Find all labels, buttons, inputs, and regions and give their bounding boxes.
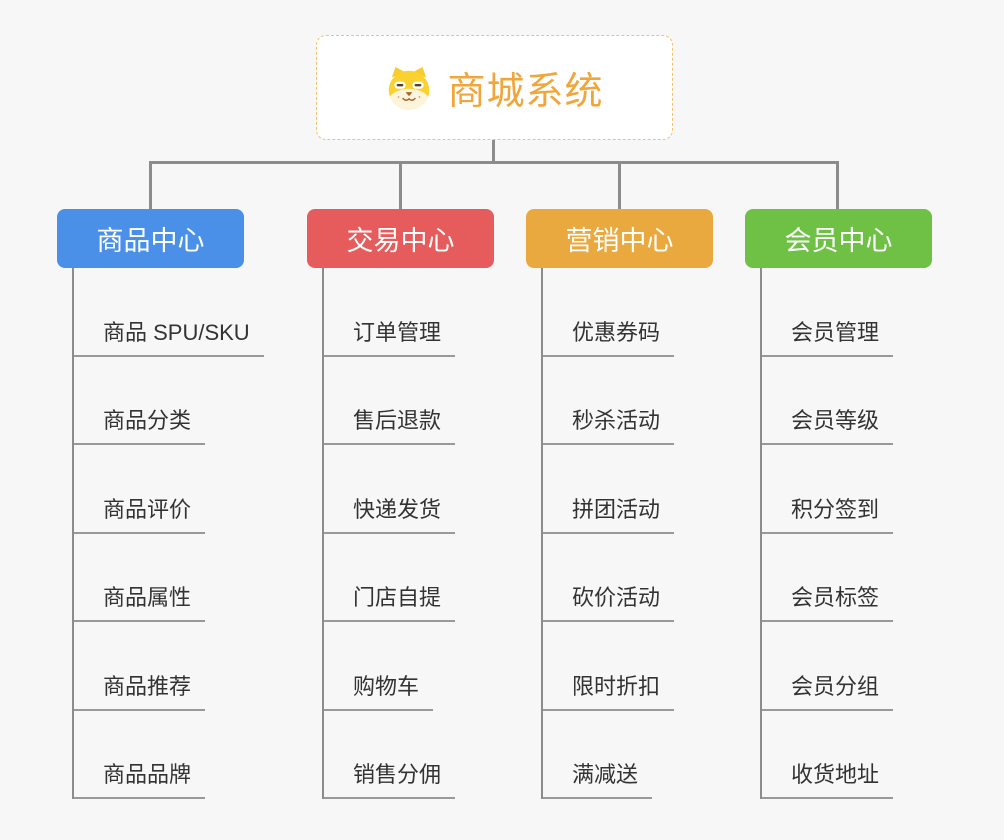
leaf-label: 收货地址 — [761, 757, 894, 799]
leaf-label: 商品品牌 — [73, 757, 206, 799]
leaf-node[interactable]: 售后退款 — [323, 357, 567, 445]
leaf-label: 优惠券码 — [542, 315, 675, 357]
branch-column-trade: 交易中心 订单管理 售后退款 快递发货 门店自提 — [307, 209, 567, 799]
leaf-node[interactable]: 积分签到 — [761, 445, 1004, 534]
leaf-node[interactable]: 收货地址 — [761, 711, 1004, 799]
leaf-label: 积分签到 — [761, 492, 894, 534]
leaf-label: 满减送 — [542, 757, 653, 799]
leaf-label: 限时折扣 — [542, 669, 675, 711]
leaf-label: 销售分佣 — [323, 757, 456, 799]
branch-label: 会员中心 — [784, 226, 893, 256]
leaf-node[interactable]: 拼团活动 — [542, 445, 786, 534]
leaf-list-marketing: 优惠券码 秒杀活动 拼团活动 砍价活动 限时折扣 — [526, 268, 786, 799]
leaf-label: 会员等级 — [761, 403, 894, 445]
branch-trunk-line — [72, 268, 74, 799]
leaf-node[interactable]: 商品 SPU/SKU — [73, 268, 317, 357]
leaf-node[interactable]: 优惠券码 — [542, 268, 786, 357]
connector-root-stem — [492, 140, 495, 163]
branch-trunk-line — [760, 268, 762, 799]
leaf-label: 售后退款 — [323, 403, 456, 445]
leaf-label: 订单管理 — [323, 315, 456, 357]
branch-column-marketing: 营销中心 优惠券码 秒杀活动 拼团活动 砍价活动 — [526, 209, 786, 799]
leaf-node[interactable]: 商品推荐 — [73, 622, 317, 711]
leaf-label: 会员标签 — [761, 580, 894, 622]
leaf-label: 秒杀活动 — [542, 403, 675, 445]
branch-label: 营销中心 — [565, 226, 674, 256]
leaf-label: 商品分类 — [73, 403, 206, 445]
leaf-node[interactable]: 限时折扣 — [542, 622, 786, 711]
root-title: 商城系统 — [447, 71, 604, 113]
connector-horizontal-bus — [149, 161, 839, 164]
branch-trunk-line — [541, 268, 543, 799]
leaf-node[interactable]: 订单管理 — [323, 268, 567, 357]
leaf-node[interactable]: 商品属性 — [73, 534, 317, 622]
leaf-node[interactable]: 满减送 — [542, 711, 786, 799]
leaf-list-member: 会员管理 会员等级 积分签到 会员标签 会员分组 — [745, 268, 1004, 799]
branch-label: 商品中心 — [96, 226, 205, 256]
leaf-node[interactable]: 购物车 — [323, 622, 567, 711]
leaf-label: 快递发货 — [323, 492, 456, 534]
branch-node-marketing[interactable]: 营销中心 — [526, 209, 713, 268]
leaf-label: 商品推荐 — [73, 669, 206, 711]
leaf-node[interactable]: 门店自提 — [323, 534, 567, 622]
root-node[interactable]: 商城系统 — [316, 35, 673, 140]
leaf-node[interactable]: 秒杀活动 — [542, 357, 786, 445]
connector-drop-product — [149, 161, 152, 210]
leaf-node[interactable]: 砍价活动 — [542, 534, 786, 622]
leaf-label: 门店自提 — [323, 580, 456, 622]
leaf-list-trade: 订单管理 售后退款 快递发货 门店自提 购物车 销 — [307, 268, 567, 799]
leaf-node[interactable]: 销售分佣 — [323, 711, 567, 799]
connector-drop-trade — [399, 161, 402, 210]
branch-node-trade[interactable]: 交易中心 — [307, 209, 494, 268]
leaf-node[interactable]: 商品评价 — [73, 445, 317, 534]
leaf-node[interactable]: 会员管理 — [761, 268, 1004, 357]
leaf-label: 商品属性 — [73, 580, 206, 622]
branch-column-member: 会员中心 会员管理 会员等级 积分签到 会员标签 — [745, 209, 1004, 799]
branch-node-product[interactable]: 商品中心 — [57, 209, 244, 268]
leaf-node[interactable]: 会员分组 — [761, 622, 1004, 711]
leaf-label: 砍价活动 — [542, 580, 675, 622]
leaf-label: 商品 SPU/SKU — [73, 315, 264, 357]
branch-trunk-line — [322, 268, 324, 799]
branch-label: 交易中心 — [346, 226, 455, 256]
leaf-node[interactable]: 商品分类 — [73, 357, 317, 445]
leaf-label: 会员管理 — [761, 315, 894, 357]
leaf-label: 拼团活动 — [542, 492, 675, 534]
leaf-label: 商品评价 — [73, 492, 206, 534]
leaf-node[interactable]: 会员标签 — [761, 534, 1004, 622]
connector-drop-marketing — [618, 161, 621, 210]
leaf-node[interactable]: 快递发货 — [323, 445, 567, 534]
leaf-node[interactable]: 商品品牌 — [73, 711, 317, 799]
branch-column-product: 商品中心 商品 SPU/SKU 商品分类 商品评价 商品属性 — [57, 209, 317, 799]
connector-drop-member — [836, 161, 839, 210]
leaf-node[interactable]: 会员等级 — [761, 357, 1004, 445]
branch-node-member[interactable]: 会员中心 — [745, 209, 932, 268]
leaf-label: 购物车 — [323, 669, 434, 711]
dog-face-icon — [389, 66, 430, 110]
leaf-label: 会员分组 — [761, 669, 894, 711]
leaf-list-product: 商品 SPU/SKU 商品分类 商品评价 商品属性 商品推荐 — [57, 268, 317, 799]
